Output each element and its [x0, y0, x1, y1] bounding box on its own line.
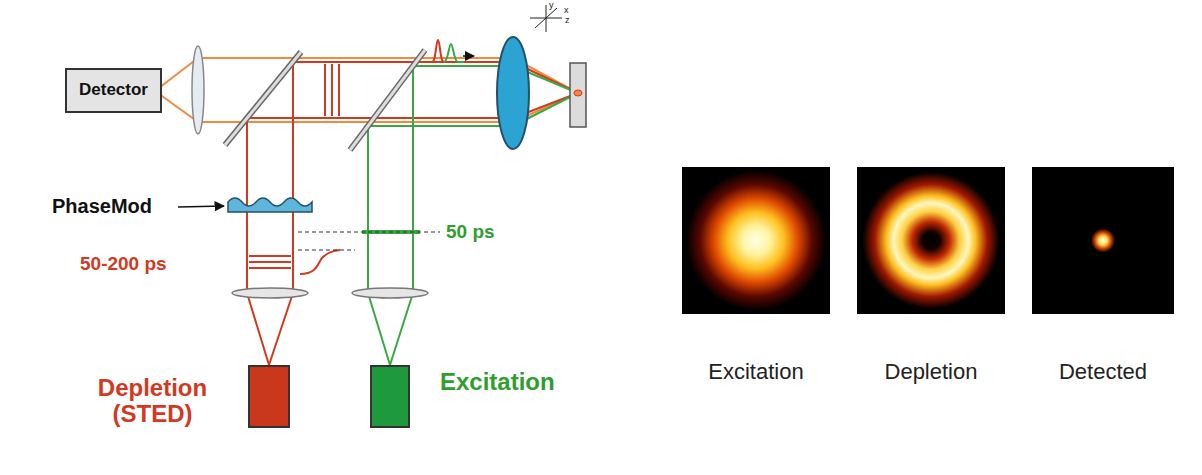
component-label: PhaseMod — [52, 195, 152, 217]
psf-image — [1032, 167, 1174, 314]
image-caption: Detected — [1012, 360, 1194, 384]
collimating-lens — [232, 288, 308, 298]
detector-label: Detector — [67, 81, 160, 100]
axis-label: x — [564, 6, 569, 16]
detector-box: Detector — [65, 68, 162, 113]
objective-lens — [497, 37, 529, 149]
pulse-duration: 50-200 ps — [80, 254, 167, 275]
psf-image — [857, 167, 1005, 314]
collimating-lens — [352, 288, 428, 298]
tube-lens — [192, 46, 204, 134]
axis-cross — [530, 5, 562, 32]
excitation-pulse — [444, 44, 464, 62]
excitation-psf: Excitation — [682, 167, 830, 314]
pulse-duration: 50 ps — [446, 222, 495, 243]
excitation-laser: Excitation — [370, 365, 410, 428]
axis-label: z — [565, 16, 570, 26]
depletion-laser: Depletion (STED) — [248, 365, 290, 428]
dichroic-mirror — [350, 50, 425, 150]
laser-label: Depletion (STED) — [85, 375, 220, 428]
sample — [570, 63, 586, 127]
pulse-timing-lines — [298, 232, 440, 250]
image-caption: Excitation — [662, 360, 850, 384]
dichroic-mirror — [225, 52, 301, 145]
psf-image — [682, 167, 830, 314]
dichroic-mirror — [350, 50, 425, 150]
axis-label: y — [549, 1, 554, 11]
focal-spot — [574, 90, 582, 96]
leader-arrow — [178, 206, 224, 207]
depletion-psf: Depletion — [857, 167, 1005, 314]
laser-label: Excitation — [440, 369, 590, 395]
direction-arrow — [463, 55, 474, 57]
phase-modulator — [228, 198, 312, 212]
detected-psf: Detected — [1032, 167, 1174, 314]
image-caption: Depletion — [837, 360, 1025, 384]
dichroic-mirror — [225, 52, 301, 145]
excitation-beam — [362, 66, 578, 365]
